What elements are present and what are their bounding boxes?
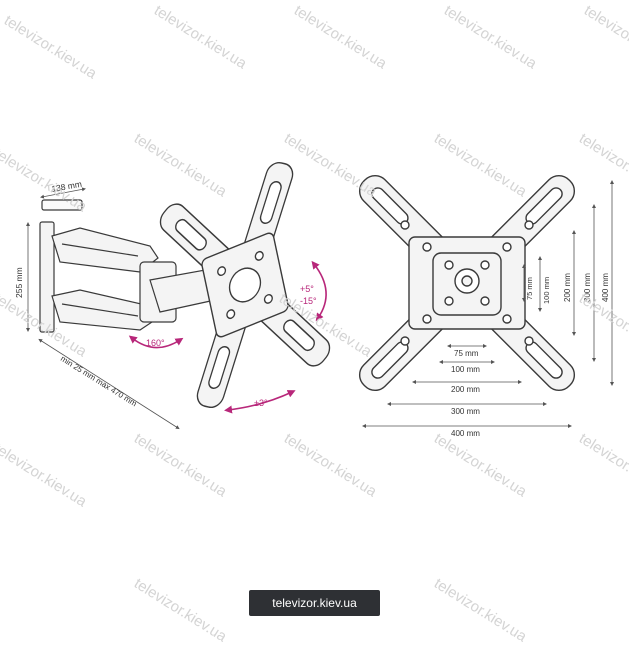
side-view-drawing (39, 199, 216, 333)
height-label: 255 mm (14, 267, 24, 298)
reach-label: min 25 mm max 470 mm (59, 354, 139, 408)
front-horizontal-dimensions (362, 344, 572, 428)
swivel-arrow (128, 335, 184, 349)
depth-label: 138 mm (51, 179, 83, 194)
h-dim-100: 100 mm (451, 365, 480, 374)
v-dim-400: 400 mm (601, 273, 610, 302)
footer-badge: televizor.kiev.ua (249, 590, 380, 616)
rotate-arrow (224, 390, 296, 414)
tilt-up-label: +5° (300, 284, 314, 294)
swivel-label: 160° (146, 338, 165, 348)
v-dim-75: 75 mm (525, 277, 534, 300)
tilt-down-label: -15° (300, 296, 317, 306)
rotate-label: ±3° (254, 398, 268, 408)
tilt-arrow (311, 260, 327, 322)
v-dim-200: 200 mm (563, 273, 572, 302)
bracket-diagram: 138 mm 255 mm min 25 mm max 470 mm 160° … (14, 161, 614, 438)
front-mount-plate (358, 174, 576, 392)
upper-arm (51, 227, 159, 273)
v-dim-100: 100 mm (542, 277, 551, 304)
front-vertical-dimensions (522, 180, 614, 386)
side-dimensions (26, 187, 180, 430)
wall-plate (39, 221, 55, 333)
motion-indicators (128, 260, 327, 414)
v-dim-300: 300 mm (583, 273, 592, 302)
h-dim-75: 75 mm (454, 349, 479, 358)
side-mount-plate (159, 161, 331, 409)
h-dim-200: 200 mm (451, 385, 480, 394)
h-dim-300: 300 mm (451, 407, 480, 416)
h-dim-400: 400 mm (451, 429, 480, 438)
